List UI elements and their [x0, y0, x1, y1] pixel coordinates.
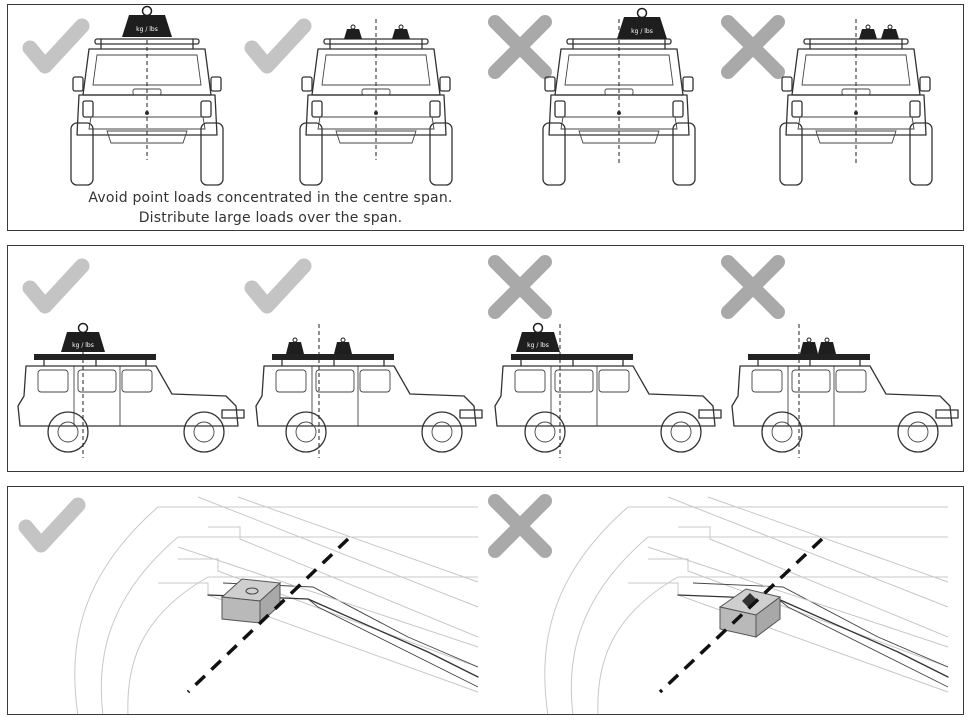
load-block [220, 578, 282, 625]
caption-line-2: Distribute large loads over the span. [138, 210, 403, 226]
check-icon [26, 505, 78, 545]
closeup-illustration [8, 487, 949, 714]
vehicle-side-1: kg / lbs [17, 322, 245, 458]
check-icon [30, 26, 82, 66]
rack-closeup-incorrect [544, 496, 949, 714]
check-icon [252, 266, 304, 306]
side-view-illustration: kg / lbs kg / lbs [17, 246, 959, 458]
weight-label: kg / lbs [72, 342, 94, 349]
caption-line-1: Avoid point loads concentrated in the ce… [88, 190, 453, 206]
check-icon [30, 266, 82, 306]
vehicle-side-4 [731, 324, 959, 458]
vehicle-side-3: kg / lbs [494, 322, 722, 458]
closeup-panel [7, 486, 964, 715]
rear-view-panel: kg / lbs kg / lbs Avoid point loads c [7, 4, 964, 231]
side-view-panel: kg / lbs kg / lbs [7, 245, 964, 472]
centre-line [658, 537, 824, 694]
centre-line [186, 537, 350, 694]
weight-label: kg / lbs [136, 26, 158, 33]
vehicle-side-2 [255, 324, 483, 458]
vehicle-rear-2 [299, 19, 453, 186]
cross-icon [495, 262, 545, 312]
weight-label: kg / lbs [631, 28, 653, 35]
load-block [718, 588, 782, 638]
rear-view-illustration: kg / lbs kg / lbs [8, 5, 933, 186]
cross-icon [728, 22, 778, 72]
vehicle-rear-1: kg / lbs [70, 5, 224, 186]
cross-icon [495, 501, 545, 551]
vehicle-rear-3: kg / lbs [542, 7, 696, 186]
cross-icon [728, 262, 778, 312]
vehicle-rear-4 [779, 19, 933, 186]
rack-closeup-correct [74, 496, 479, 714]
weight-label: kg / lbs [527, 342, 549, 349]
cross-icon [495, 22, 545, 72]
check-icon [252, 26, 304, 66]
